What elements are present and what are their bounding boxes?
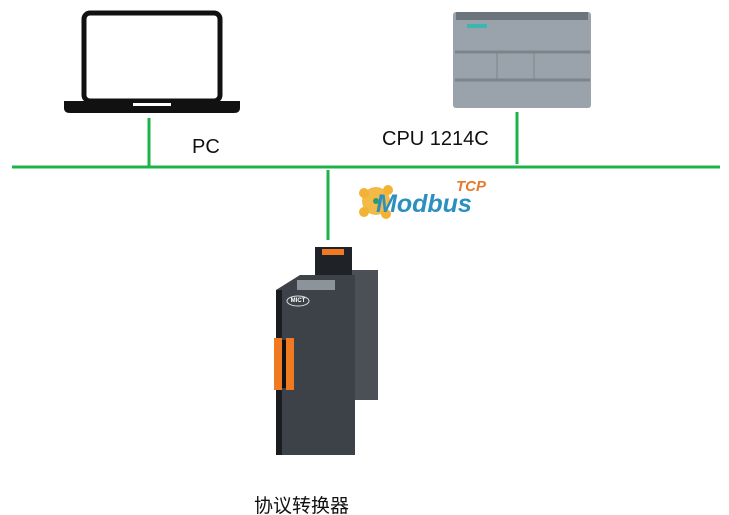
laptop-icon	[64, 10, 240, 113]
converter-label: 协议转换器	[254, 495, 350, 515]
modbus-logo-tcp: TCP	[456, 178, 486, 195]
network-lines	[12, 112, 720, 240]
pc-label: PC	[192, 136, 220, 158]
modbus-logo-icon	[359, 185, 393, 219]
device-brand-label: MICT	[290, 298, 306, 304]
plc-cpu-icon	[453, 12, 591, 108]
protocol-converter-device	[274, 247, 378, 455]
cpu-label: CPU 1214C	[382, 128, 489, 150]
modbus-logo-text: Modbus	[376, 190, 472, 218]
